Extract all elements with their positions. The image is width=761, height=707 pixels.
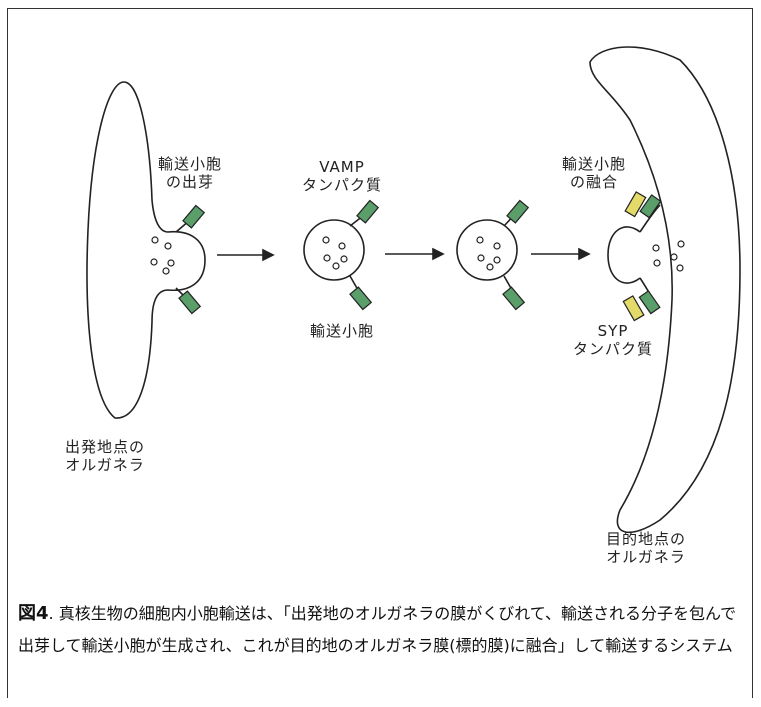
origin-organelle-label: 出発地点のオルガネラ — [65, 438, 146, 474]
vesicle-transport-diagram — [86, 46, 741, 534]
caption-text: . 真核生物の細胞内小胞輸送は、「出発地のオルガネラの膜がくびれて、輸送される分… — [18, 604, 737, 655]
target-organelle — [589, 46, 741, 534]
fusion-label: 輸送小胞の融合 — [562, 155, 627, 191]
figure-caption: 図4. 真核生物の細胞内小胞輸送は、「出発地のオルガネラの膜がくびれて、輸送され… — [18, 598, 748, 662]
syp-proteins — [622, 191, 647, 322]
vesicle-3 — [456, 219, 518, 281]
target-organelle-label: 目的地点のオルガネラ — [606, 530, 687, 566]
vesicle-label: 輸送小胞 — [310, 322, 375, 340]
transport-arrows — [217, 247, 591, 262]
cargo-dots — [150, 236, 685, 275]
vesicle-2 — [303, 219, 365, 281]
figure-number: 図4 — [18, 603, 49, 624]
origin-organelle — [86, 81, 206, 419]
budding-label: 輸送小胞の出芽 — [158, 155, 223, 191]
vamp-proteins — [178, 194, 662, 315]
figure-frame — [7, 8, 753, 698]
fusing-vesicle — [607, 226, 641, 284]
